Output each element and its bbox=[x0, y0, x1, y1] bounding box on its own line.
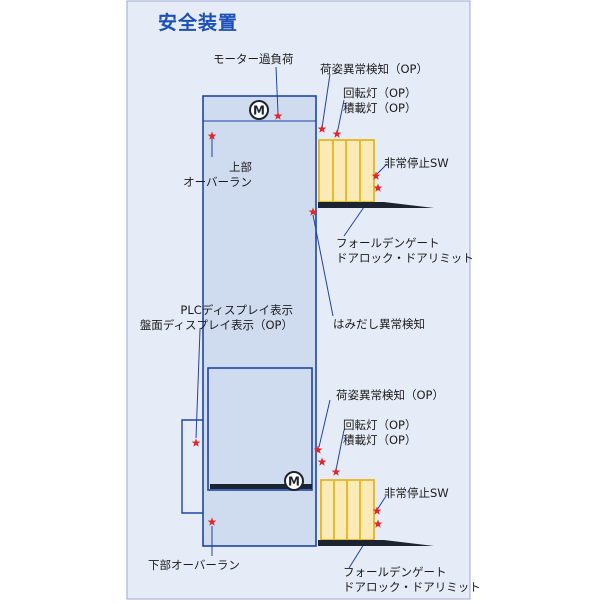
label-lower-fall-gate-line2: ドアロック・ドアリミット bbox=[343, 580, 481, 594]
leader-plc-display bbox=[195, 329, 201, 439]
motor-car-circle bbox=[284, 471, 304, 491]
star-lower-load-posture bbox=[313, 445, 323, 454]
star-lower-beacon-1 bbox=[317, 457, 327, 466]
label-upper-load-posture: 荷姿異常検知（OP） bbox=[320, 62, 428, 76]
star-plc-display bbox=[191, 438, 201, 447]
star-upper-beacon bbox=[332, 129, 342, 138]
leader-motor-overload bbox=[275, 66, 279, 114]
label-motor-overload: モーター過負荷 bbox=[213, 52, 294, 66]
upper-landing bbox=[318, 139, 434, 208]
label-upper-beacon-line2: 積載灯（OP） bbox=[343, 101, 417, 115]
star-lower-estop-1 bbox=[372, 506, 382, 515]
motor-top-circle bbox=[249, 100, 269, 120]
label-lower-fall-gate: フォールデンゲート ドアロック・ドアリミット bbox=[343, 565, 481, 595]
motor-top: M bbox=[249, 100, 269, 120]
label-upper-emergency-stop: 非常停止SW bbox=[384, 156, 449, 170]
label-upper-overrun: 上部 オーバーラン bbox=[140, 160, 252, 190]
label-lower-emergency-stop: 非常停止SW bbox=[384, 486, 449, 500]
leader-lower-load-posture bbox=[318, 399, 331, 448]
label-lower-beacon: 回転灯（OP） 積載灯（OP） bbox=[343, 418, 417, 448]
leader-lower-estop bbox=[376, 495, 387, 511]
label-lower-overrun: 下部オーバーラン bbox=[148, 558, 240, 572]
motor-car: M bbox=[284, 471, 304, 491]
label-lower-fall-gate-line1: フォールデンゲート bbox=[343, 565, 447, 579]
safety-point-stars bbox=[191, 111, 383, 528]
leader-upper-beacon bbox=[336, 99, 345, 135]
page-title: 安全装置 bbox=[158, 12, 239, 34]
leader-upper-load-posture bbox=[321, 73, 331, 129]
label-upper-beacon: 回転灯（OP） 積載灯（OP） bbox=[343, 86, 417, 116]
star-upper-estop-1 bbox=[371, 171, 381, 180]
label-upper-beacon-line1: 回転灯（OP） bbox=[343, 86, 417, 100]
leader-lines bbox=[195, 66, 388, 569]
star-protrusion-detect bbox=[308, 207, 318, 216]
leader-upper-estop bbox=[376, 163, 388, 175]
lift-car bbox=[207, 367, 313, 491]
control-panel-box bbox=[181, 419, 203, 514]
motor-top-symbol: M bbox=[253, 104, 265, 118]
star-upper-overrun bbox=[207, 131, 217, 140]
leader-lower-beacon bbox=[335, 429, 345, 471]
label-protrusion-detect: はみだし異常検知 bbox=[333, 317, 425, 331]
lower-landing bbox=[318, 479, 434, 546]
label-lower-load-posture: 荷姿異常検知（OP） bbox=[336, 388, 444, 402]
label-lower-beacon-line2: 積載灯（OP） bbox=[343, 433, 417, 447]
star-lower-overrun bbox=[207, 517, 217, 526]
label-plc-display-line2: 盤面ディスプレイ表示（OP） bbox=[139, 318, 293, 332]
star-lower-beacon-2 bbox=[331, 467, 341, 476]
upper-gate-bars bbox=[332, 140, 361, 202]
label-upper-overrun-line2: オーバーラン bbox=[183, 175, 252, 189]
star-upper-load-posture bbox=[317, 124, 327, 133]
lower-gate-bars bbox=[333, 480, 361, 540]
label-upper-fall-gate-line2: ドアロック・ドアリミット bbox=[336, 251, 474, 265]
star-lower-estop-2 bbox=[373, 519, 383, 528]
label-plc-display-line1: PLCディスプレイ表示 bbox=[180, 303, 293, 317]
lower-landing-floor bbox=[318, 540, 434, 546]
star-upper-estop-2 bbox=[373, 183, 383, 192]
label-upper-overrun-line1: 上部 bbox=[229, 160, 252, 174]
label-lower-beacon-line1: 回転灯（OP） bbox=[343, 418, 417, 432]
motor-car-symbol: M bbox=[288, 475, 300, 489]
upper-landing-floor bbox=[318, 202, 434, 208]
leader-protrusion bbox=[312, 214, 334, 317]
label-upper-fall-gate-line1: フォールデンゲート bbox=[336, 236, 440, 250]
star-motor-overload bbox=[273, 111, 283, 120]
car-floor-plate bbox=[210, 484, 312, 489]
label-upper-fall-gate: フォールデンゲート ドアロック・ドアリミット bbox=[336, 236, 474, 266]
label-plc-display: PLCディスプレイ表示 盤面ディスプレイ表示（OP） bbox=[110, 303, 293, 333]
